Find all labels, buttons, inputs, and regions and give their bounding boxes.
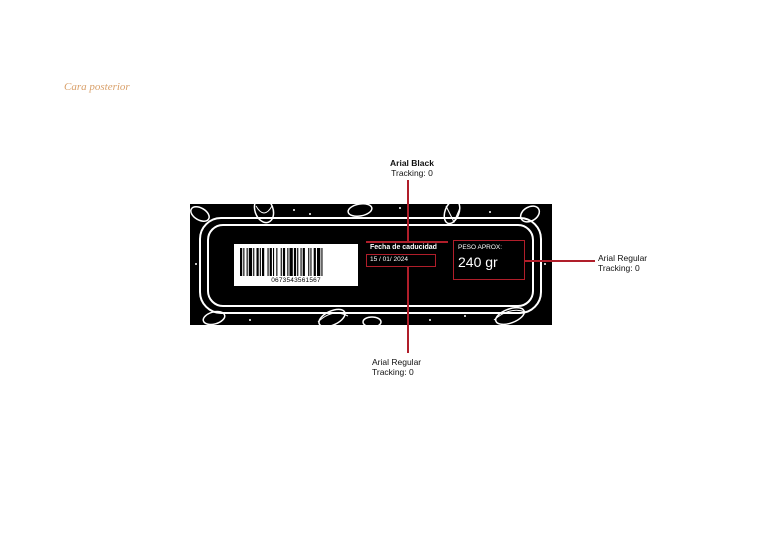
barcode-bar bbox=[300, 248, 302, 276]
annotation-bottom-tracking: Tracking: 0 bbox=[372, 367, 414, 377]
barcode-bar bbox=[246, 248, 248, 276]
weight-section: PESO APROX: 240 gr bbox=[453, 240, 525, 280]
annotation-bottom: Arial Regular Tracking: 0 bbox=[372, 357, 448, 377]
leader-line-bottom bbox=[407, 266, 409, 353]
barcode-bar bbox=[297, 248, 299, 276]
weight-caption: PESO APROX: bbox=[458, 244, 503, 251]
annotation-top-tracking: Tracking: 0 bbox=[391, 168, 433, 178]
barcode: 0673543561567 bbox=[234, 244, 358, 286]
barcode-bar bbox=[302, 248, 305, 276]
barcode-bar bbox=[273, 248, 275, 276]
barcode-bar bbox=[276, 248, 278, 276]
annotation-top: Arial Black Tracking: 0 bbox=[372, 158, 452, 178]
page-title: Cara posterior bbox=[64, 81, 130, 93]
barcode-bar bbox=[293, 248, 297, 276]
barcode-bar bbox=[287, 248, 289, 276]
barcode-bar bbox=[256, 248, 259, 276]
barcode-bar bbox=[308, 248, 310, 276]
expiry-date-box: 15 / 01/ 2024 bbox=[366, 254, 436, 267]
barcode-bar bbox=[267, 248, 269, 276]
annotation-right-tracking: Tracking: 0 bbox=[598, 263, 640, 273]
barcode-bars bbox=[240, 248, 323, 276]
barcode-bar bbox=[282, 248, 286, 276]
expiry-section: Fecha de caducidad bbox=[366, 241, 448, 268]
barcode-bar bbox=[289, 248, 293, 276]
leader-line-right bbox=[525, 260, 595, 262]
weight-value: 240 gr bbox=[458, 254, 498, 270]
barcode-bar bbox=[317, 248, 321, 276]
barcode-bar bbox=[262, 248, 265, 276]
annotation-right: Arial Regular Tracking: 0 bbox=[598, 253, 668, 273]
barcode-bar bbox=[321, 248, 323, 276]
barcode-bar bbox=[243, 248, 245, 276]
barcode-bar bbox=[253, 248, 255, 276]
leader-line-top bbox=[407, 180, 409, 241]
expiry-header-outline bbox=[366, 241, 448, 243]
label-outer-frame bbox=[199, 217, 542, 314]
annotation-top-font: Arial Black bbox=[390, 158, 434, 168]
barcode-bar bbox=[259, 248, 261, 276]
barcode-number: 0673543561567 bbox=[271, 277, 321, 284]
barcode-bar bbox=[310, 248, 312, 276]
barcode-bar bbox=[269, 248, 272, 276]
annotation-bottom-font: Arial Regular bbox=[372, 357, 422, 367]
expiry-title: Fecha de caducidad bbox=[370, 244, 437, 251]
expiry-date: 15 / 01/ 2024 bbox=[370, 256, 408, 263]
barcode-bar bbox=[240, 248, 243, 276]
barcode-bar bbox=[313, 248, 316, 276]
annotation-right-font: Arial Regular bbox=[598, 253, 648, 263]
product-label: 0673543561567 Fecha de caducidad 15 / 01… bbox=[190, 204, 552, 325]
barcode-bar bbox=[248, 248, 253, 276]
barcode-bar bbox=[280, 248, 282, 276]
